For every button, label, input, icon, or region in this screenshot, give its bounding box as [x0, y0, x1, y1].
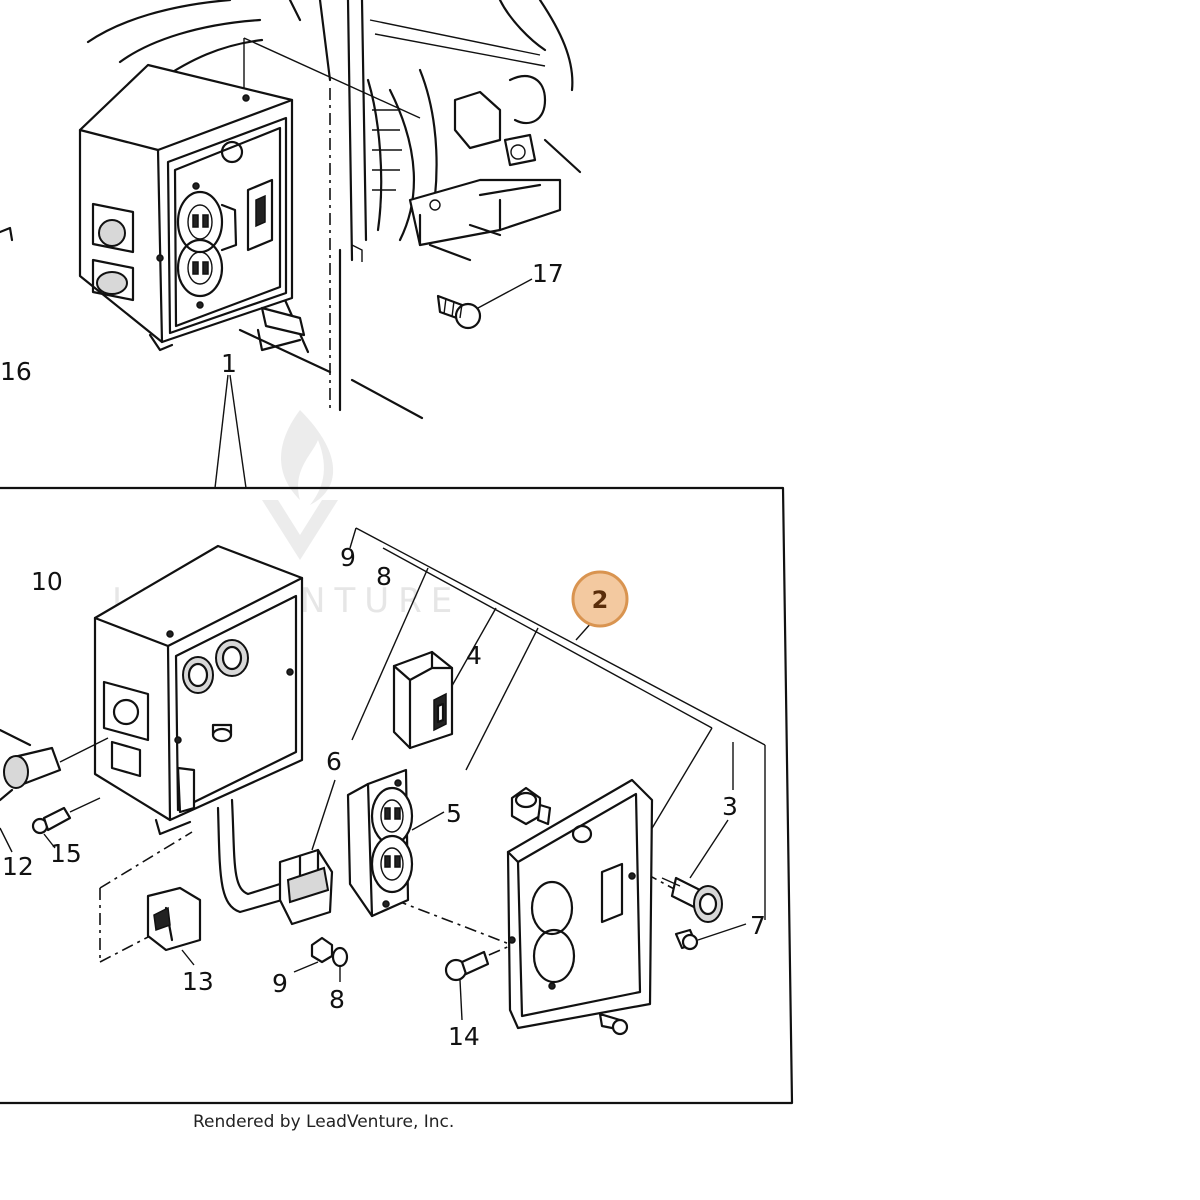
cover-plate-2	[506, 778, 654, 1030]
switch-4	[392, 650, 454, 750]
callout-3: 3	[722, 792, 738, 821]
callout-10: 10	[31, 567, 63, 596]
exploded-view-frame	[0, 486, 794, 1105]
upper-assembly	[0, 0, 582, 420]
lamp-3	[661, 819, 729, 923]
terminal-6	[278, 779, 336, 926]
callout-2[interactable]: 2	[592, 586, 609, 614]
render-credit: Rendered by LeadVenture, Inc.	[193, 1112, 455, 1132]
callout-7: 7	[750, 911, 766, 940]
screw-15	[31, 797, 101, 849]
callout-6: 6	[326, 747, 342, 776]
callout-9-bottom: 9	[272, 969, 288, 998]
callout-12: 12	[2, 852, 34, 881]
highlighted-callout-2[interactable]: 2	[571, 570, 629, 641]
upper-control-box	[78, 63, 294, 352]
callout-8-top: 8	[376, 562, 392, 591]
callout-5: 5	[446, 799, 462, 828]
nut-9-washer-8	[293, 936, 349, 982]
connector-13	[146, 886, 202, 966]
screw-14	[444, 950, 490, 1021]
callout-14: 14	[448, 1022, 480, 1051]
callout-13: 13	[182, 967, 214, 996]
callout-4: 4	[466, 641, 482, 670]
nut-near-plate	[510, 786, 552, 826]
lower-control-box	[93, 544, 304, 914]
screw-17	[436, 278, 533, 330]
callout-17: 17	[532, 259, 564, 288]
callout-1: 1	[221, 349, 237, 378]
callout-15: 15	[50, 839, 82, 868]
callout-8-bottom: 8	[329, 985, 345, 1014]
screw-7	[674, 923, 747, 951]
fuse-holder-12	[0, 728, 109, 853]
receptacle-5	[346, 768, 445, 918]
highlight-marker[interactable]	[571, 570, 629, 628]
callout-labels: 17 16 1 10 9 8 4 6 5 3 7 12 15 13 9 8 14	[0, 259, 766, 1051]
screw-lower-right	[598, 1012, 629, 1036]
callout-9-top: 9	[340, 543, 356, 572]
callout-16: 16	[0, 357, 32, 386]
